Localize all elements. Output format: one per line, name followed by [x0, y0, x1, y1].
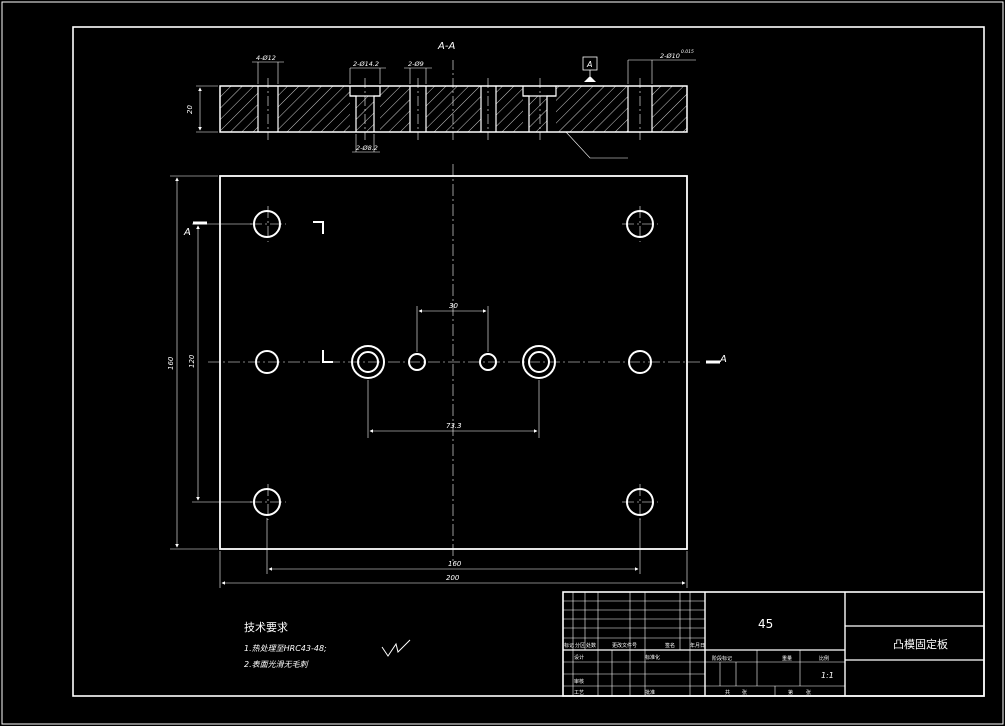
tb-mark: 标记: [564, 642, 574, 649]
corner-mark: [322, 350, 333, 363]
corner-hole: [626, 488, 654, 516]
tb-count: 处数: [586, 642, 596, 649]
corner-hole: [626, 210, 654, 238]
hole-tolerance: 0.015: [681, 49, 694, 55]
datum-label: A: [586, 60, 592, 69]
counterbore-hole-outer: [351, 345, 385, 379]
section-mark-left: A: [183, 227, 191, 238]
section-body-seg: [426, 86, 481, 132]
counterbore-hole-outer: [522, 345, 556, 379]
dim-width-holes: 160: [448, 560, 462, 568]
tb-sheet-2: 张: [806, 689, 811, 696]
tb-part-name: 凸模固定板: [893, 637, 948, 651]
notes-line-1: 1.热处理至HRC43-48;: [244, 644, 327, 653]
tb-scale: 1:1: [821, 671, 834, 680]
hole-label-1: 4-Ø12: [256, 54, 276, 62]
section-body-seg: [556, 86, 628, 132]
tb-material: 45: [758, 617, 773, 631]
plate-outline: [219, 175, 688, 550]
title-block: 标记 处数 分区 更改文件号 签名 年月日 设计 标准化 审核 工艺 批准 阶段…: [562, 591, 985, 697]
tb-scale-label: 比例: [819, 655, 829, 662]
tb-weight: 重量: [782, 655, 792, 662]
plan-view: A A: [167, 164, 727, 588]
dim-small-pitch: 30: [449, 302, 458, 310]
tb-sheet-no: 第: [788, 689, 793, 696]
tb-signature: 签名: [665, 642, 675, 649]
section-body-seg: [529, 96, 547, 132]
small-hole: [479, 353, 497, 371]
technical-notes: 技术要求 1.热处理至HRC43-48; 2.表面光滑无毛刺: [244, 621, 411, 669]
dim-height-total: 160: [167, 356, 175, 370]
tb-sheet-total: 共: [725, 689, 730, 696]
tb-change-doc: 更改文件号: [612, 642, 637, 649]
tb-process: 工艺: [574, 690, 584, 696]
corner-mark: [313, 221, 324, 234]
corner-hole: [253, 210, 281, 238]
dim-width-total: 200: [446, 574, 460, 582]
section-body-seg: [496, 86, 523, 132]
sheet-inner-frame: [72, 26, 985, 697]
section-mark-right: A: [719, 354, 727, 365]
notes-line-2: 2.表面光滑无毛刺: [244, 660, 309, 669]
side-hole: [628, 350, 652, 374]
tb-zone: 分区: [575, 642, 585, 649]
hole-label-2: 2-Ø14.2: [353, 60, 379, 68]
side-hole: [255, 350, 279, 374]
section-body-seg: [652, 86, 687, 132]
hole-label-3: 2-Ø9: [408, 60, 424, 68]
notes-title: 技术要求: [244, 621, 288, 634]
section-view: A-A: [186, 41, 696, 159]
counterbore-hole-inner: [528, 351, 550, 373]
datum-triangle: [584, 76, 596, 82]
small-hole: [408, 353, 426, 371]
section-body-seg: [220, 86, 258, 132]
section-body-seg: [278, 86, 350, 132]
tb-design: 设计: [574, 654, 584, 661]
section-body-seg: [380, 86, 410, 132]
corner-hole: [253, 488, 281, 516]
tb-sheet: 张: [742, 689, 747, 696]
tb-standardize: 标准化: [645, 654, 660, 661]
hole-label-4: 2-Ø10: [660, 52, 680, 60]
section-outline: [219, 85, 688, 133]
section-title: A-A: [437, 41, 455, 52]
tb-approve: 批准: [645, 689, 655, 696]
tb-review: 审核: [574, 678, 584, 685]
tb-stage-mark: 阶段标记: [712, 655, 732, 662]
counterbore-hole-inner: [357, 351, 379, 373]
surface-roughness-symbol: [381, 639, 411, 657]
tb-date: 年月日: [690, 642, 705, 649]
dim-large-pitch: 73.3: [446, 422, 462, 430]
hole-label-5: 2-Ø8.2: [356, 144, 378, 152]
thickness-dim: 20: [186, 105, 194, 114]
dim-height-holes: 120: [188, 354, 196, 368]
